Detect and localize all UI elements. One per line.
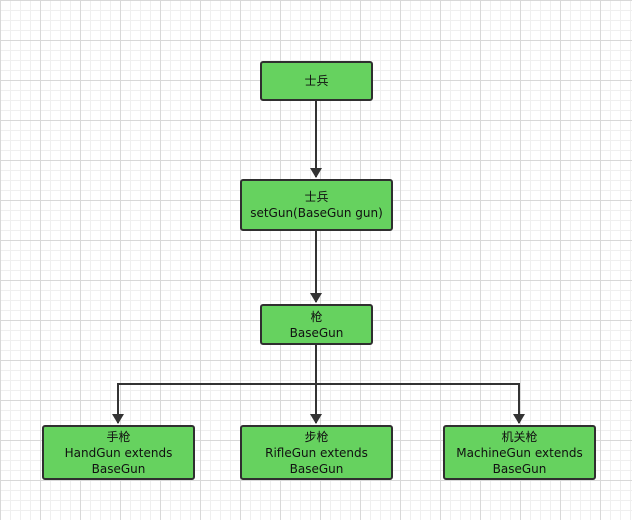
node-handgun-line-3: BaseGun (91, 461, 146, 476)
node-riflegun-line-2: RifleGun extends (265, 445, 368, 460)
node-handgun-line-2: HandGun extends (64, 445, 173, 460)
node-soldier[interactable]: 士兵 (260, 61, 373, 101)
edge-gun-to-machinegun (315, 345, 525, 424)
node-riflegun[interactable]: 步枪 RifleGun extends BaseGun (240, 425, 393, 480)
node-machinegun-line-1: 机关枪 (501, 429, 538, 444)
edge-gun-to-handgun (112, 345, 317, 424)
node-riflegun-line-1: 步枪 (304, 429, 329, 444)
node-soldier-setgun-line-2: setGun(BaseGun gun) (250, 206, 383, 220)
node-machinegun-line-2: MachineGun extends (456, 445, 583, 460)
node-soldier-line-1: 士兵 (304, 74, 329, 88)
node-handgun[interactable]: 手枪 HandGun extends BaseGun (42, 425, 195, 480)
node-soldier-setgun[interactable]: 士兵 setGun(BaseGun gun) (240, 179, 393, 231)
node-gun-line-1: 枪 (310, 309, 323, 324)
node-soldier-setgun-line-1: 士兵 (304, 190, 329, 204)
node-machinegun-line-3: BaseGun (492, 461, 547, 476)
node-machinegun[interactable]: 机关枪 MachineGun extends BaseGun (443, 425, 596, 480)
node-riflegun-line-3: BaseGun (289, 461, 344, 476)
node-handgun-line-1: 手枪 (106, 429, 131, 444)
node-gun[interactable]: 枪 BaseGun (260, 304, 373, 345)
node-gun-line-2: BaseGun (289, 325, 344, 340)
